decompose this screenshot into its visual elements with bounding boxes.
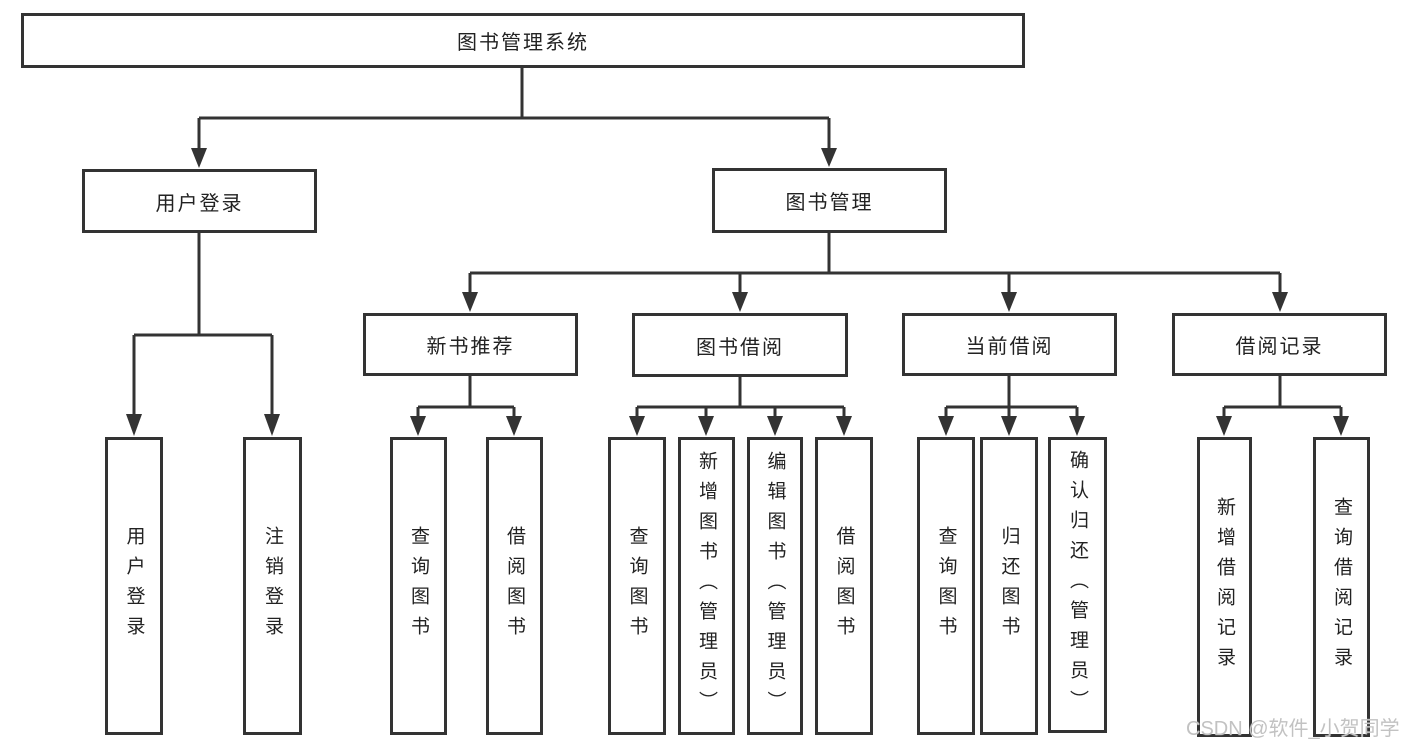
leaf-confirm-return-admin: 确认归还（管理员） xyxy=(1048,437,1107,733)
node-borrowing-records: 借阅记录 xyxy=(1172,313,1387,376)
node-user-login: 用户登录 xyxy=(82,169,317,233)
node-book-management: 图书管理 xyxy=(712,168,947,233)
leaf-add-borrow-record: 新增借阅记录 xyxy=(1197,437,1252,737)
leaf-logout: 注销登录 xyxy=(243,437,302,735)
node-new-book-recommend: 新书推荐 xyxy=(363,313,578,376)
csdn-watermark: CSDN @软件_小贺同学 xyxy=(1186,718,1400,740)
leaf-edit-book-admin: 编辑图书（管理员） xyxy=(747,437,803,735)
node-current-borrowing: 当前借阅 xyxy=(902,313,1117,376)
leaf-add-book-admin: 新增图书（管理员） xyxy=(678,437,735,735)
node-book-borrowing: 图书借阅 xyxy=(632,313,848,377)
leaf-query-books-recommend: 查询图书 xyxy=(390,437,447,735)
leaf-query-books-current: 查询图书 xyxy=(917,437,975,735)
leaf-borrow-books-borrowing: 借阅图书 xyxy=(815,437,873,735)
leaf-user-login: 用户登录 xyxy=(105,437,163,735)
leaf-borrow-books-recommend: 借阅图书 xyxy=(486,437,543,735)
leaf-return-books: 归还图书 xyxy=(980,437,1038,735)
leaf-query-borrow-record: 查询借阅记录 xyxy=(1313,437,1370,737)
node-root-library-system: 图书管理系统 xyxy=(21,13,1025,68)
leaf-query-books-borrowing: 查询图书 xyxy=(608,437,666,735)
